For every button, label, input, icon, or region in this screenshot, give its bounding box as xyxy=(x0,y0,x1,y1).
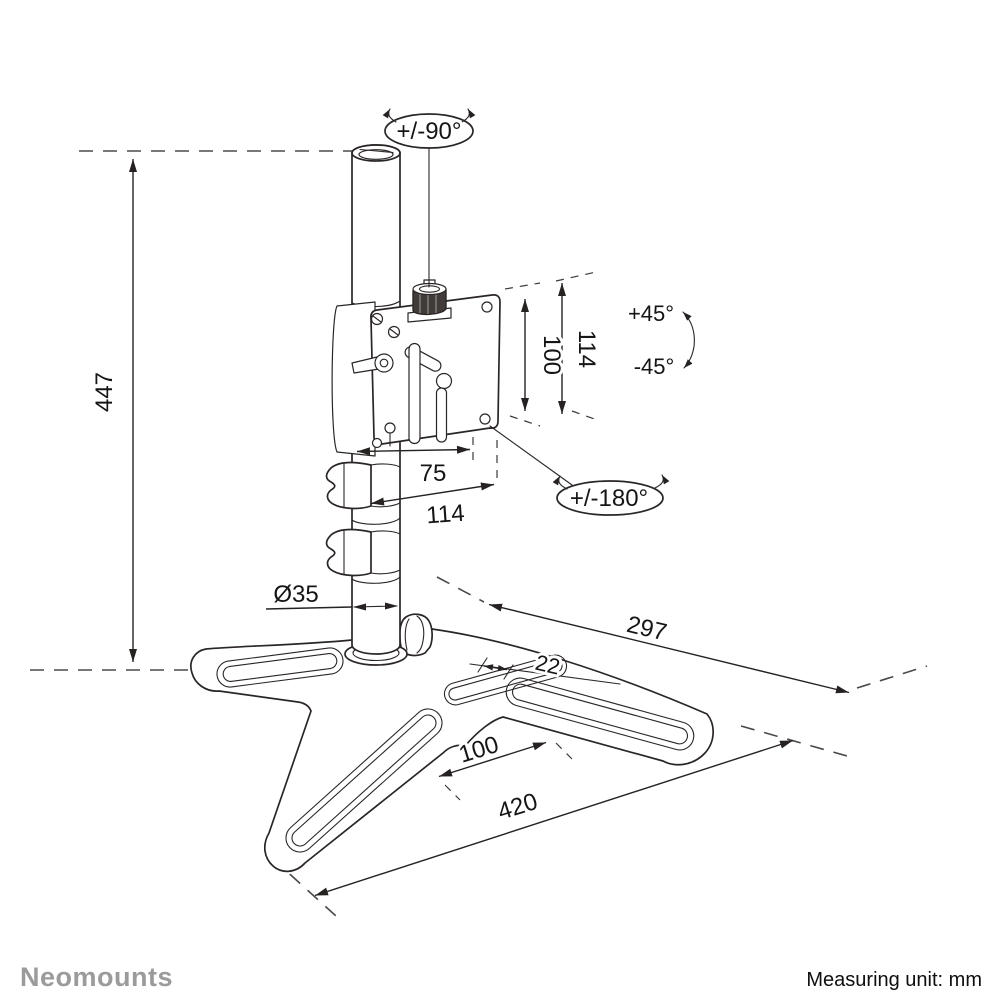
label-vesa-hole-spacing: 100 xyxy=(538,335,565,375)
cable-clip-lower xyxy=(325,528,401,577)
dimension-lines xyxy=(129,159,850,897)
base xyxy=(190,613,714,873)
label-base-width: 420 xyxy=(495,788,541,826)
label-pole-diameter: Ø35 xyxy=(273,581,318,608)
vesa-bracket xyxy=(331,294,501,457)
label-total-height: 447 xyxy=(91,372,118,412)
tilt-arc xyxy=(682,311,695,369)
label-vesa-plate-size: 114 xyxy=(573,330,600,368)
label-tilt-down: -45° xyxy=(634,354,675,379)
footer: Neomounts Measuring unit: mm xyxy=(20,962,982,992)
label-base-depth: 297 xyxy=(624,611,669,647)
label-tilt-up: +45° xyxy=(628,301,674,326)
dimension-labels: +/-90° 447 100 114 +45° -45° 75 114 +/-1… xyxy=(88,115,677,829)
rotation-ellipse-vesa xyxy=(556,480,664,516)
label-arm-reach: 114 xyxy=(425,500,465,530)
measuring-unit-note: Measuring unit: mm xyxy=(806,969,982,991)
label-vesa-rotation: +/-180° xyxy=(570,485,648,512)
brand-logo: Neomounts xyxy=(20,962,173,992)
label-pole-rotation: +/-90° xyxy=(397,118,462,145)
rotation-ellipse-top xyxy=(384,113,474,149)
cable-clip-upper xyxy=(325,461,401,510)
base-cable-hook xyxy=(398,613,433,657)
rotation-annotations xyxy=(382,108,695,516)
label-pole-to-vesa: 75 xyxy=(420,460,447,487)
reference-dashed-lines xyxy=(30,150,928,917)
